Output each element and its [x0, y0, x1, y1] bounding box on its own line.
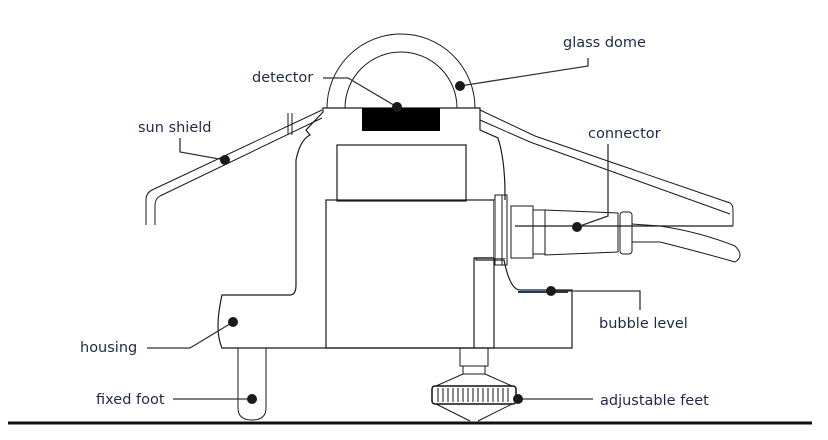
fixed-foot	[237, 348, 267, 421]
label-fixed-foot: fixed foot	[96, 392, 165, 408]
detector	[362, 108, 440, 131]
label-housing: housing	[80, 340, 137, 356]
leader-glass-dome	[455, 58, 589, 91]
leader-connector	[572, 144, 609, 232]
leader-adjustable-feet	[513, 394, 593, 404]
label-adjustable-feet: adjustable feet	[600, 393, 709, 409]
leader-sun-shield	[179, 138, 230, 165]
label-glass-dome: glass dome	[563, 35, 646, 51]
leader-detector	[323, 77, 402, 112]
leader-bubble-level	[546, 286, 641, 310]
glass-dome	[326, 33, 476, 109]
label-connector: connector	[588, 126, 661, 142]
leader-fixed-foot	[173, 394, 257, 404]
label-bubble-level: bubble level	[599, 316, 688, 332]
sun-shield	[145, 109, 734, 227]
label-sun-shield: sun shield	[138, 120, 211, 136]
housing	[217, 107, 573, 349]
leader-housing	[147, 317, 238, 349]
adjustable-feet	[431, 347, 517, 422]
label-detector: detector	[252, 70, 313, 86]
connector	[494, 194, 741, 266]
